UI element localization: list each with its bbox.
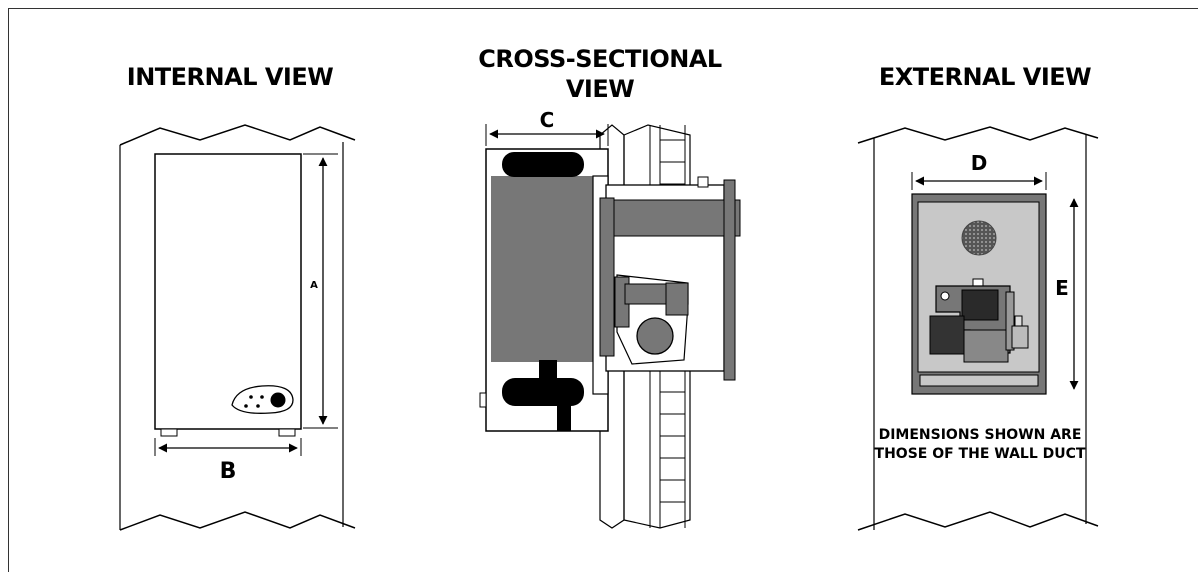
pipe-outlet (557, 400, 571, 431)
flue-duct (599, 176, 741, 381)
ext-wall-top-break (857, 126, 1099, 144)
control-dial-icon (270, 392, 286, 408)
dimension-d: D (911, 151, 1047, 190)
dimension-e-label: E (1055, 276, 1069, 300)
wall-top-break (119, 124, 356, 146)
wall-bottom-break (119, 511, 356, 531)
dimension-e: E (1055, 198, 1079, 390)
boiler-foot-left (160, 428, 178, 437)
upper-manifold (502, 152, 584, 177)
dimensions-note: DIMENSIONS SHOWN ARE THOSE OF THE WALL D… (874, 427, 1086, 462)
dimension-b-label: B (220, 459, 237, 484)
dimension-d-label: D (971, 151, 988, 175)
pipe-stem (539, 360, 557, 380)
dimension-a-label: A (310, 280, 318, 291)
cross-sectional-view: C (479, 108, 741, 529)
external-view: D E (857, 126, 1099, 531)
dimension-c: C (485, 108, 609, 146)
internal-view-title: INTERNAL VIEW (126, 63, 334, 91)
duct-sill (919, 374, 1039, 387)
figure-frame (8, 8, 1198, 572)
dimension-a: A (303, 153, 338, 429)
cross-sectional-view-title: CROSS-SECTIONAL VIEW (478, 45, 722, 103)
fan-motor-icon (636, 317, 674, 355)
internal-view: A B (119, 124, 356, 531)
boiler-casing (154, 153, 302, 430)
side-tab (479, 392, 487, 408)
lower-manifold (502, 378, 584, 406)
heat-exchanger (491, 176, 593, 362)
terminal-grille-icon (961, 220, 997, 256)
control-panel (231, 385, 294, 414)
external-view-title: EXTERNAL VIEW (878, 63, 1092, 91)
dimension-b: B (154, 438, 302, 484)
ext-wall-bottom-break (857, 511, 1099, 531)
terminal-assembly (929, 278, 1029, 363)
boiler-foot-right (278, 428, 296, 437)
dimension-c-label: C (540, 108, 555, 132)
